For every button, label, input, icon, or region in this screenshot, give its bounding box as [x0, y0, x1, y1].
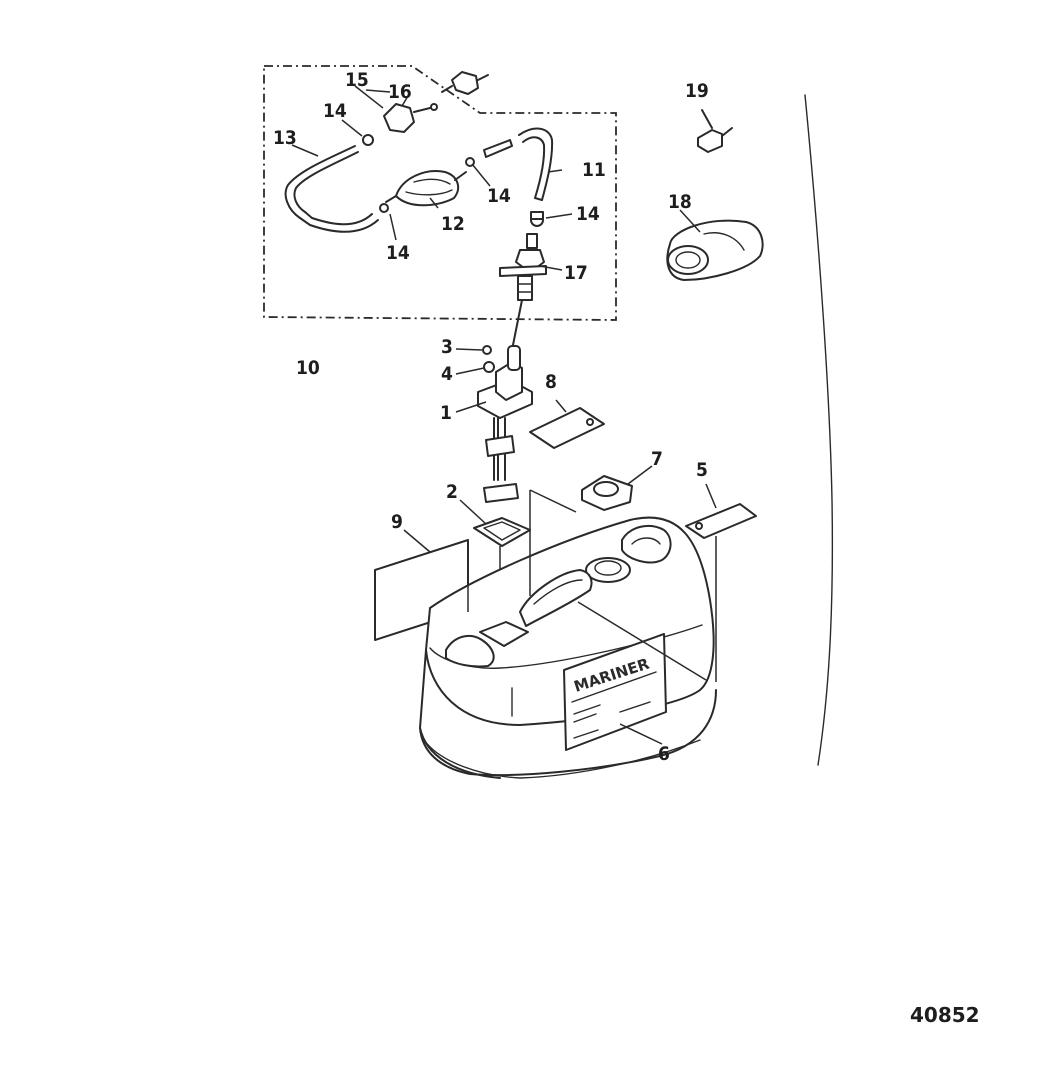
callout-6: 6 — [658, 743, 670, 765]
callout-12: 12 — [441, 213, 465, 235]
callout-18: 18 — [668, 191, 692, 213]
callout-15: 15 — [345, 69, 369, 91]
callout-1: 1 — [440, 402, 452, 424]
fitting-19 — [697, 109, 733, 153]
fuel-hose-13 — [284, 145, 379, 233]
callout-17: 17 — [564, 262, 588, 284]
callout-8: 8 — [545, 371, 557, 393]
fuel-line-kit-box — [263, 65, 617, 321]
callout-labels: 1 2 3 4 5 6 7 8 9 10 11 12 13 14 14 14 1… — [273, 69, 709, 765]
adapter-18 — [666, 219, 764, 281]
callout-2: 2 — [446, 481, 458, 503]
callout-9: 9 — [391, 511, 403, 533]
callout-10: 10 — [296, 357, 320, 379]
decal-8 — [529, 407, 605, 449]
callout-4: 4 — [441, 363, 453, 385]
callout-5: 5 — [696, 459, 708, 481]
callout-11: 11 — [582, 159, 606, 181]
callout-16: 16 — [388, 81, 412, 103]
primer-bulb-12 — [379, 157, 475, 213]
leader-lines — [291, 85, 717, 745]
fuel-connector-16 — [383, 71, 489, 133]
callout-14-c: 14 — [576, 203, 600, 225]
tank-fitting-17 — [499, 233, 547, 361]
document-number: 40852 — [910, 1003, 980, 1027]
callout-14-b: 14 — [487, 185, 511, 207]
fuel-tank-6: MARINER — [419, 516, 717, 779]
callout-14-d: 14 — [386, 242, 410, 264]
callout-13: 13 — [273, 127, 297, 149]
callout-7: 7 — [651, 448, 663, 470]
vent-cap-7 — [581, 475, 633, 511]
fuel-hose-11 — [483, 127, 554, 201]
fuel-pickup-assembly-1 — [477, 345, 533, 503]
callout-19: 19 — [685, 80, 709, 102]
callout-14-a: 14 — [323, 100, 347, 122]
page-edge-curve — [804, 94, 834, 766]
decal-5 — [685, 503, 757, 539]
callout-3: 3 — [441, 336, 453, 358]
clamp-14-group — [362, 134, 544, 227]
